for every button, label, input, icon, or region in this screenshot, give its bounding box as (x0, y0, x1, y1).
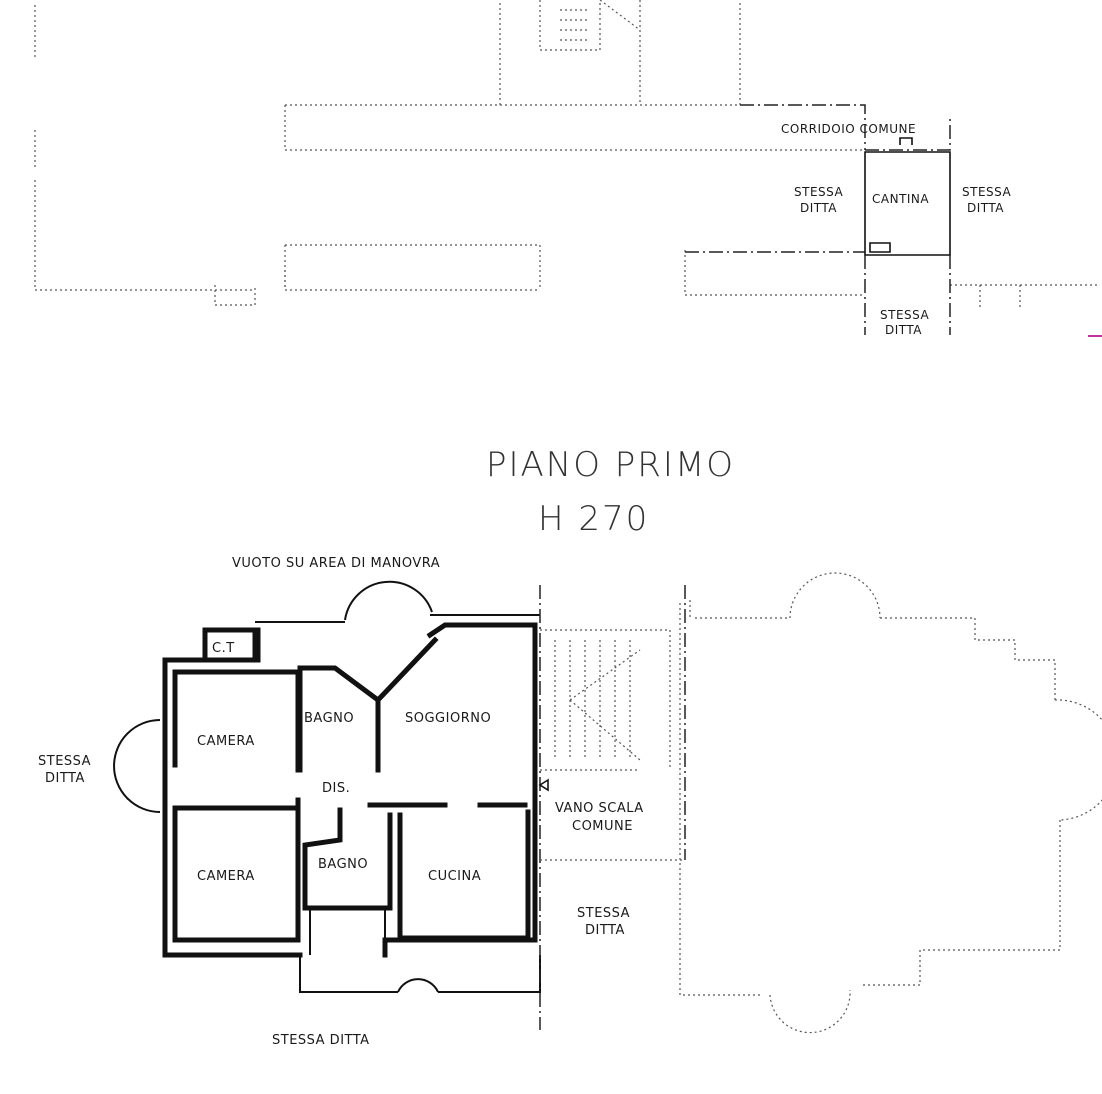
corridor-boundary (685, 104, 951, 253)
same-owner-right-line2: DITTA (967, 201, 1004, 215)
entry-arrow (538, 778, 549, 792)
bagno-top-walls (297, 636, 439, 773)
room-dis: DIS. (322, 781, 350, 796)
left-bay-arc (113, 719, 161, 813)
basement-outline-left (34, 5, 255, 291)
same-owner-right-line1: STESSA (962, 185, 1011, 199)
stair-outline (540, 629, 685, 861)
bottom-bay-arc (397, 978, 439, 993)
basement-left-notches (214, 270, 286, 306)
bagno-bottom-walls (302, 807, 393, 911)
same-owner-left-line2: DITTA (800, 201, 837, 215)
cantina-label: CANTINA (872, 192, 929, 206)
stair-label-line2: COMUNE (572, 819, 633, 834)
basement-plan: CORRIDOIO COMUNE CANTINA STESSA DITTA ST… (34, 0, 1100, 337)
basement-corridor-top (285, 0, 741, 106)
ct-room (202, 627, 261, 663)
floor-height: H 270 (538, 499, 649, 539)
stair-boundary (539, 585, 686, 1030)
same-owner-bottom-line2: DITTA (885, 323, 922, 337)
basement-lower-right (684, 250, 1100, 310)
top-area-label: VUOTO SU AREA DI MANOVRA (232, 556, 440, 571)
cucina-walls (397, 809, 531, 941)
stair-label-line1: VANO SCALA (555, 801, 644, 816)
neighbour-right-arc (1054, 699, 1102, 821)
neighbour-bottom-arc (769, 989, 851, 1034)
ct-label: C.T (212, 641, 235, 656)
bottom-owner-label: STESSA DITTA (272, 1033, 370, 1048)
left-owner-line2: DITTA (45, 771, 85, 786)
right-owner-line2: DITTA (585, 923, 625, 938)
room-soggiorno: SOGGIORNO (405, 711, 491, 726)
room-cucina: CUCINA (428, 869, 481, 884)
room-camera-bottom: CAMERA (197, 869, 255, 884)
neighbour-outline (679, 600, 1061, 996)
cantina-door (869, 137, 913, 253)
camera-bottom-walls (172, 797, 301, 943)
basement-bottom-divider (864, 255, 951, 335)
top-bay-arc (344, 580, 433, 621)
same-owner-left-line1: STESSA (794, 185, 843, 199)
apartment-outer-walls (162, 622, 538, 958)
bottom-balcony (299, 908, 541, 993)
corridor-label: CORRIDOIO COMUNE (781, 122, 916, 136)
left-owner-line1: STESSA (38, 754, 91, 769)
right-owner-line1: STESSA (577, 906, 630, 921)
basement-stair-top (539, 0, 641, 51)
neighbour-top-arc (789, 572, 881, 619)
same-owner-bottom-line1: STESSA (880, 308, 929, 322)
room-camera-top: CAMERA (197, 734, 255, 749)
room-bagno-top: BAGNO (304, 711, 354, 726)
basement-corridor-line (284, 105, 865, 291)
floor-title: PIANO PRIMO (486, 445, 735, 485)
first-floor-plan: VUOTO SU AREA DI MANOVRA C.T STESSA DITT… (38, 556, 1102, 1048)
room-bagno-bottom: BAGNO (318, 857, 368, 872)
top-balcony (255, 614, 540, 623)
camera-top-walls (172, 669, 301, 773)
